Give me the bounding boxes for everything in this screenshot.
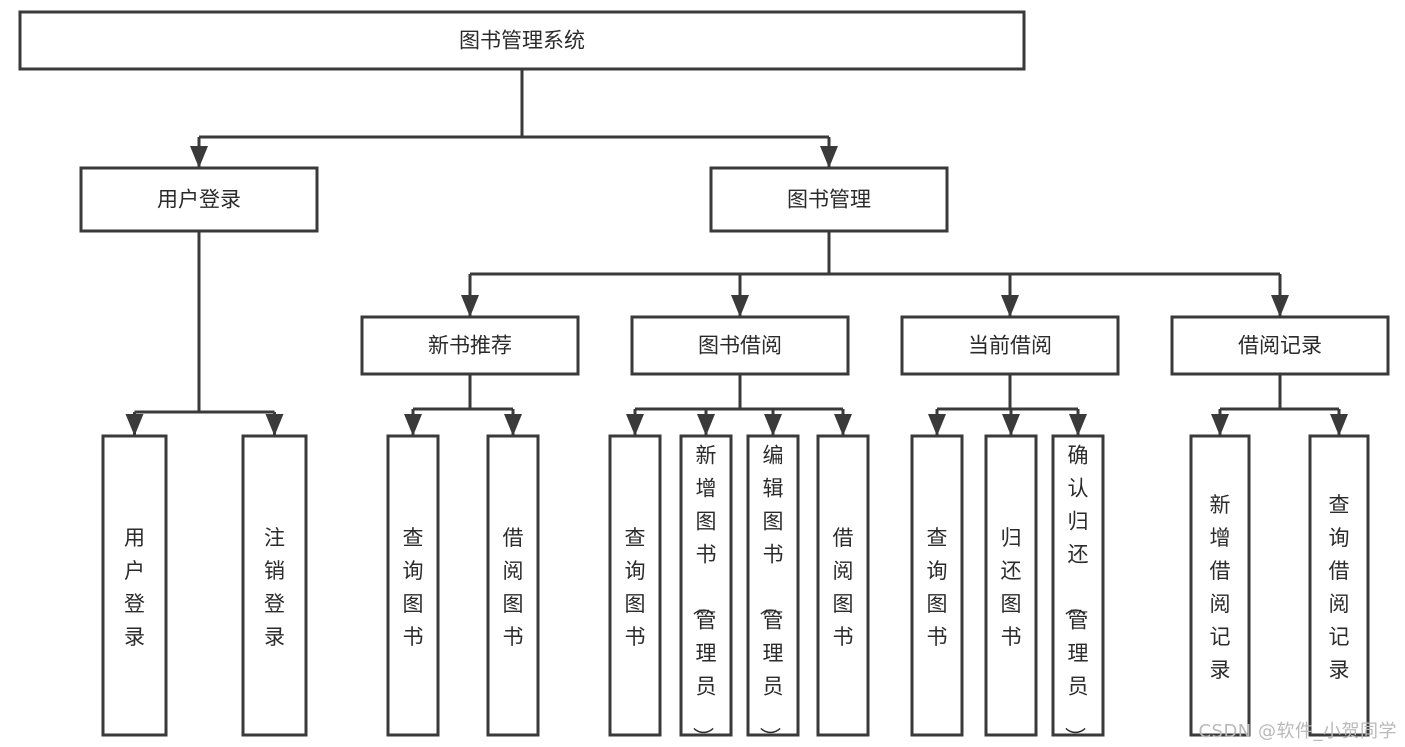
node-label-leaf-borrow-book-1: 借阅图书 bbox=[503, 526, 524, 649]
edge-group-new-book-recommend bbox=[404, 374, 522, 436]
node-label-leaf-edit-book: 编辑图书（管理员） bbox=[758, 444, 784, 747]
node-box-root bbox=[18, 10, 1026, 71]
node-new-book-recommend[interactable]: 新书推荐 bbox=[360, 315, 580, 376]
node-box-leaf-add-record bbox=[1189, 434, 1251, 737]
node-label-new-book-recommend: 新书推荐 bbox=[428, 334, 512, 358]
node-box-new-book-recommend bbox=[360, 315, 580, 376]
node-box-leaf-query-record bbox=[1308, 434, 1370, 737]
node-box-leaf-borrow-book-1 bbox=[486, 434, 540, 737]
node-box-leaf-query-book-2 bbox=[608, 434, 662, 737]
nodes-layer: 图书管理系统用户登录图书管理新书推荐图书借阅当前借阅借阅记录用户登录注销登录查询… bbox=[18, 10, 1390, 747]
node-leaf-query-book-1[interactable]: 查询图书 bbox=[386, 434, 440, 737]
arrow-head-book-management bbox=[820, 146, 838, 168]
node-leaf-borrow-book-2[interactable]: 借阅图书 bbox=[816, 434, 870, 737]
node-leaf-borrow-book-1[interactable]: 借阅图书 bbox=[486, 434, 540, 737]
node-root[interactable]: 图书管理系统 bbox=[18, 10, 1026, 71]
node-leaf-logout[interactable]: 注销登录 bbox=[241, 434, 308, 737]
node-leaf-query-book-3[interactable]: 查询图书 bbox=[910, 434, 964, 737]
node-leaf-return-book[interactable]: 归还图书 bbox=[984, 434, 1038, 737]
node-leaf-add-record[interactable]: 新增借阅记录 bbox=[1189, 434, 1251, 737]
node-label-leaf-query-record: 查询借阅记录 bbox=[1329, 493, 1350, 682]
edge-group-book-management bbox=[461, 231, 1289, 317]
arrow-head-leaf-return-book bbox=[1002, 414, 1020, 436]
arrow-head-leaf-borrow-book-2 bbox=[834, 414, 852, 436]
node-label-leaf-return-book: 归还图书 bbox=[1001, 526, 1022, 649]
node-borrow-record[interactable]: 借阅记录 bbox=[1170, 315, 1390, 376]
node-leaf-edit-book[interactable]: 编辑图书（管理员） bbox=[746, 434, 800, 747]
arrow-head-current-borrow bbox=[1001, 295, 1019, 317]
node-box-borrow-record bbox=[1170, 315, 1390, 376]
arrow-head-leaf-query-book-3 bbox=[928, 414, 946, 436]
node-label-leaf-logout: 注销登录 bbox=[264, 526, 285, 649]
arrow-head-book-borrow bbox=[731, 295, 749, 317]
node-book-borrow[interactable]: 图书借阅 bbox=[630, 315, 850, 376]
csdn-watermark: CSDN @软件_小贺同学 bbox=[1198, 721, 1397, 742]
node-label-book-management: 图书管理 bbox=[787, 188, 871, 212]
arrow-head-user-login bbox=[190, 146, 208, 168]
node-book-management[interactable]: 图书管理 bbox=[709, 166, 949, 233]
node-label-current-borrow: 当前借阅 bbox=[968, 334, 1052, 358]
node-label-leaf-add-book: 新增图书（管理员） bbox=[691, 444, 717, 747]
node-label-borrow-record: 借阅记录 bbox=[1238, 334, 1322, 358]
node-label-leaf-query-book-2: 查询图书 bbox=[625, 526, 646, 649]
node-box-leaf-logout bbox=[241, 434, 308, 737]
node-label-book-borrow: 图书借阅 bbox=[698, 334, 782, 358]
node-label-leaf-query-book-1: 查询图书 bbox=[403, 526, 424, 649]
node-box-leaf-borrow-book-2 bbox=[816, 434, 870, 737]
node-label-root: 图书管理系统 bbox=[459, 29, 585, 53]
arrow-head-leaf-query-record bbox=[1330, 414, 1348, 436]
edge-group-root bbox=[190, 69, 838, 168]
node-label-leaf-user-login: 用户登录 bbox=[124, 526, 145, 649]
node-box-leaf-query-book-1 bbox=[386, 434, 440, 737]
edge-group-user-login bbox=[125, 231, 284, 436]
arrow-head-leaf-user-login bbox=[125, 414, 144, 436]
node-label-leaf-add-record: 新增借阅记录 bbox=[1210, 493, 1231, 682]
node-label-leaf-confirm-return: 确认归还（管理员） bbox=[1063, 444, 1089, 747]
node-leaf-confirm-return[interactable]: 确认归还（管理员） bbox=[1051, 434, 1105, 747]
node-user-login[interactable]: 用户登录 bbox=[79, 166, 319, 233]
node-box-user-login bbox=[79, 166, 319, 233]
arrow-head-leaf-borrow-book-1 bbox=[504, 414, 522, 436]
arrow-head-borrow-record bbox=[1271, 295, 1289, 317]
arrow-head-leaf-add-record bbox=[1211, 414, 1229, 436]
node-label-leaf-borrow-book-2: 借阅图书 bbox=[833, 526, 854, 649]
arrow-head-leaf-query-book-1 bbox=[404, 414, 422, 436]
edge-group-book-borrow bbox=[626, 374, 852, 436]
arrow-head-leaf-logout bbox=[265, 414, 284, 436]
arrow-head-new-book-recommend bbox=[461, 295, 479, 317]
node-box-leaf-return-book bbox=[984, 434, 1038, 737]
arrow-head-leaf-edit-book bbox=[764, 414, 782, 436]
node-label-leaf-query-book-3: 查询图书 bbox=[927, 526, 948, 649]
arrow-head-leaf-query-book-2 bbox=[626, 414, 644, 436]
node-box-book-borrow bbox=[630, 315, 850, 376]
node-box-current-borrow bbox=[900, 315, 1120, 376]
node-label-user-login: 用户登录 bbox=[157, 188, 241, 212]
edge-group-current-borrow bbox=[928, 374, 1087, 436]
edge-group-borrow-record bbox=[1211, 374, 1348, 436]
node-box-leaf-confirm-return bbox=[1051, 434, 1105, 737]
node-leaf-query-book-2[interactable]: 查询图书 bbox=[608, 434, 662, 737]
node-leaf-user-login[interactable]: 用户登录 bbox=[101, 434, 168, 737]
node-box-leaf-user-login bbox=[101, 434, 168, 737]
node-box-leaf-add-book bbox=[679, 434, 733, 737]
node-current-borrow[interactable]: 当前借阅 bbox=[900, 315, 1120, 376]
edges-layer bbox=[125, 69, 1348, 436]
arrow-head-leaf-add-book bbox=[697, 414, 715, 436]
arrow-head-leaf-confirm-return bbox=[1069, 414, 1087, 436]
node-box-leaf-edit-book bbox=[746, 434, 800, 737]
node-box-book-management bbox=[709, 166, 949, 233]
node-leaf-query-record[interactable]: 查询借阅记录 bbox=[1308, 434, 1370, 737]
node-box-leaf-query-book-3 bbox=[910, 434, 964, 737]
node-leaf-add-book[interactable]: 新增图书（管理员） bbox=[679, 434, 733, 747]
